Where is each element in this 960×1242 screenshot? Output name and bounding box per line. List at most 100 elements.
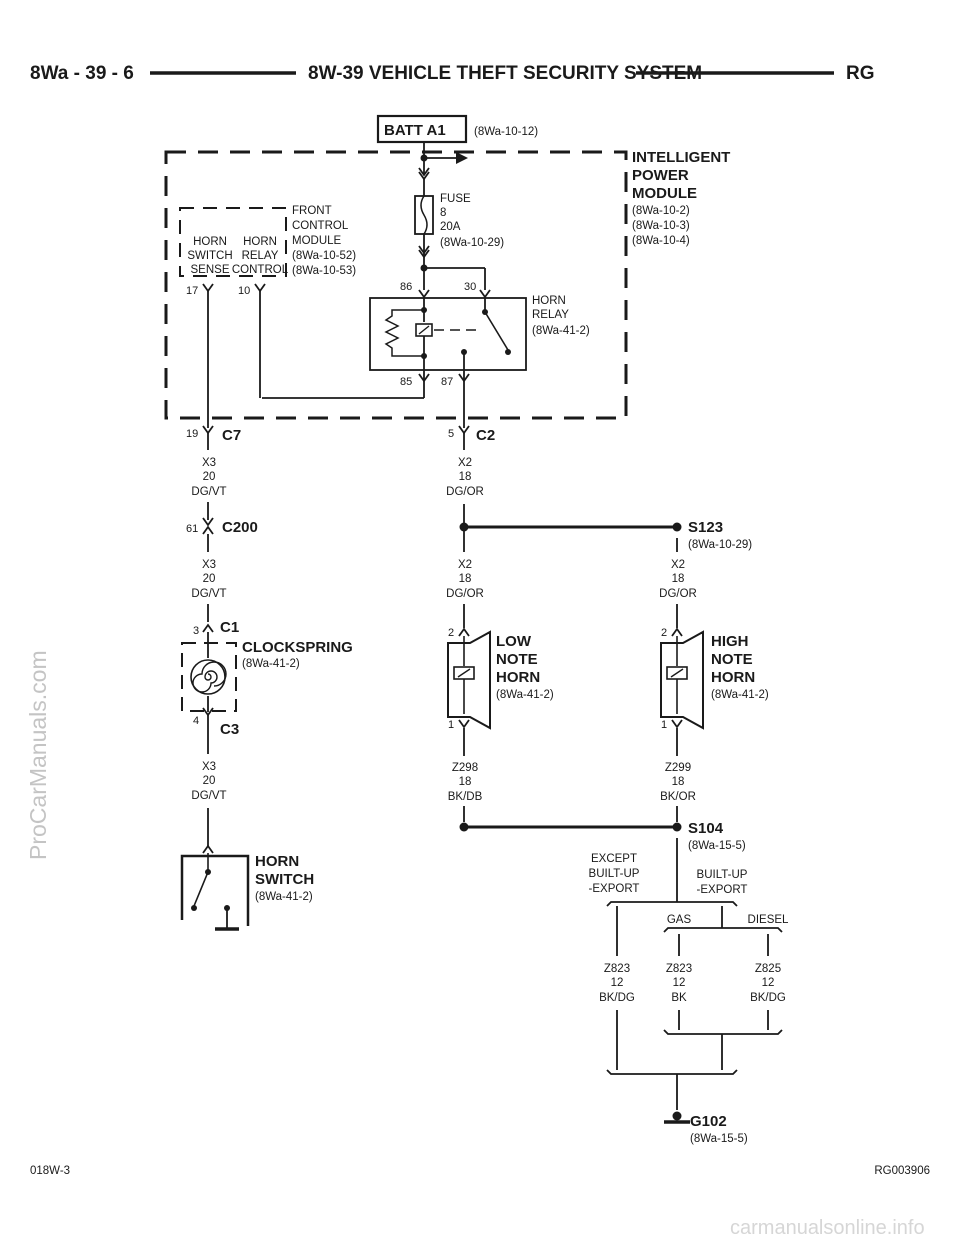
ipm-label-2: POWER bbox=[632, 167, 689, 184]
high-horn-label-1: HIGH bbox=[711, 633, 749, 650]
x3-circuit-3: X3 bbox=[202, 761, 216, 773]
fcm-ctrl-1: HORN bbox=[243, 236, 277, 248]
clockspring-enclosure bbox=[181, 642, 237, 712]
horn-switch-chevron bbox=[202, 844, 214, 854]
z823b-gauge: 12 bbox=[673, 977, 686, 989]
z298-circuit: Z298 bbox=[452, 762, 478, 774]
relay-pin-30: 30 bbox=[464, 281, 476, 293]
fcm-label-1: FRONT bbox=[292, 205, 332, 217]
high-horn-ref: (8Wa-41-2) bbox=[711, 689, 769, 701]
g102-node bbox=[672, 1111, 682, 1121]
fcm-10-chevron bbox=[254, 283, 266, 292]
x3-color-1: DG/VT bbox=[191, 486, 226, 498]
fcm-17-chevron bbox=[202, 283, 214, 292]
relay-coil-mark bbox=[418, 325, 430, 335]
ipm-label-3: MODULE bbox=[632, 185, 697, 202]
x2-gauge-1: 18 bbox=[459, 471, 472, 483]
x2-circuit-3: X2 bbox=[671, 559, 685, 571]
fcm-label-3: MODULE bbox=[292, 235, 342, 247]
ipm-label-1: INTELLIGENT bbox=[632, 149, 730, 166]
high-horn-body bbox=[660, 630, 704, 730]
g102-ref: (8Wa-15-5) bbox=[690, 1133, 748, 1145]
fcm-pin-10: 10 bbox=[238, 285, 250, 297]
low-horn-label-3: HORN bbox=[496, 669, 540, 686]
ipm-ref-2: (8Wa-10-3) bbox=[632, 220, 690, 232]
x2-color-1: DG/OR bbox=[446, 486, 484, 498]
fcm-ref-1: (8Wa-10-52) bbox=[292, 250, 356, 262]
s104-node-right bbox=[672, 822, 682, 832]
c1-pin: 3 bbox=[193, 625, 199, 637]
low-horn-ref: (8Wa-41-2) bbox=[496, 689, 554, 701]
x3-gauge-3: 20 bbox=[203, 775, 216, 787]
batt-a1-ref: (8Wa-10-12) bbox=[474, 126, 538, 138]
c2-pin: 5 bbox=[448, 428, 454, 440]
high-horn-bot-chevron bbox=[671, 719, 683, 728]
horn-switch-label-2: SWITCH bbox=[255, 871, 314, 888]
z823b-color: BK bbox=[671, 992, 687, 1004]
header-page-number: 8Wa - 39 - 6 bbox=[30, 63, 134, 84]
x2-color-2: DG/OR bbox=[446, 588, 484, 600]
fcm-enclosure bbox=[179, 207, 287, 277]
header-section: RG bbox=[846, 63, 875, 84]
horn-switch-label-1: HORN bbox=[255, 853, 299, 870]
x3-gauge-1: 20 bbox=[203, 471, 216, 483]
z823a-gauge: 12 bbox=[611, 977, 624, 989]
relay-switch-arm bbox=[484, 311, 509, 351]
s123-node-right bbox=[672, 522, 682, 532]
x2-gauge-2: 18 bbox=[459, 573, 472, 585]
option-except-3: -EXPORT bbox=[589, 883, 640, 895]
fcm-sense-3: SENSE bbox=[191, 264, 230, 276]
x2-gauge-3: 18 bbox=[672, 573, 685, 585]
low-horn-bot-chevron bbox=[458, 719, 470, 728]
gas-diesel-merge bbox=[663, 1029, 783, 1035]
c200-label: C200 bbox=[222, 519, 258, 536]
c200-bottom-chevron bbox=[202, 525, 214, 535]
option-diesel: DIESEL bbox=[748, 914, 790, 926]
fuse-label-1: FUSE bbox=[440, 193, 471, 205]
relay-contact-nc bbox=[505, 349, 511, 355]
relay-label-1: HORN bbox=[532, 295, 566, 307]
relay-pin-87: 87 bbox=[441, 376, 453, 388]
z825-circuit: Z825 bbox=[755, 963, 781, 975]
x2-circuit-2: X2 bbox=[458, 559, 472, 571]
ipm-ref-3: (8Wa-10-4) bbox=[632, 235, 690, 247]
watermark-left: ProCarManuals.com bbox=[25, 650, 51, 860]
z299-color: BK/OR bbox=[660, 791, 696, 803]
relay-label-2: RELAY bbox=[532, 309, 569, 321]
low-horn-body bbox=[447, 630, 491, 730]
relay-86-chevron bbox=[418, 289, 430, 298]
x3-circuit-2: X3 bbox=[202, 559, 216, 571]
option-except-2: BUILT-UP bbox=[589, 868, 640, 880]
ipm-ref-1: (8Wa-10-2) bbox=[632, 205, 690, 217]
relay-30-chevron bbox=[479, 289, 491, 298]
low-horn-label-1: LOW bbox=[496, 633, 532, 650]
footer-left: 018W-3 bbox=[30, 1165, 70, 1177]
option-gas: GAS bbox=[667, 914, 692, 926]
z823a-color: BK/DG bbox=[599, 992, 635, 1004]
c200-pin: 61 bbox=[186, 523, 198, 535]
fcm-label-2: CONTROL bbox=[292, 220, 349, 232]
low-horn-pin-1: 1 bbox=[448, 719, 454, 731]
low-horn-coil-mark bbox=[457, 668, 471, 678]
s123-ref: (8Wa-10-29) bbox=[688, 539, 752, 551]
z298-color: BK/DB bbox=[448, 791, 483, 803]
relay-suppression-resistor bbox=[384, 309, 424, 357]
c3-pin: 4 bbox=[193, 715, 199, 727]
high-horn-coil-mark bbox=[670, 668, 684, 678]
c1-label: C1 bbox=[220, 619, 239, 636]
fcm-ref-2: (8Wa-10-53) bbox=[292, 265, 356, 277]
ipm-enclosure bbox=[164, 150, 628, 420]
s104-label: S104 bbox=[688, 820, 724, 837]
footer-right: RG003906 bbox=[874, 1165, 930, 1177]
g102-label: G102 bbox=[690, 1113, 727, 1130]
fuse-ref: (8Wa-10-29) bbox=[440, 237, 504, 249]
option-builtup-2: -EXPORT bbox=[697, 884, 748, 896]
x3-color-3: DG/VT bbox=[191, 790, 226, 802]
option-split-bracket bbox=[606, 901, 738, 907]
z299-circuit: Z299 bbox=[665, 762, 691, 774]
c7-pin: 19 bbox=[186, 428, 198, 440]
x3-gauge-2: 20 bbox=[203, 573, 216, 585]
option-builtup-1: BUILT-UP bbox=[697, 869, 748, 881]
relay-pin-86: 86 bbox=[400, 281, 412, 293]
low-horn-pin-2: 2 bbox=[448, 627, 454, 639]
